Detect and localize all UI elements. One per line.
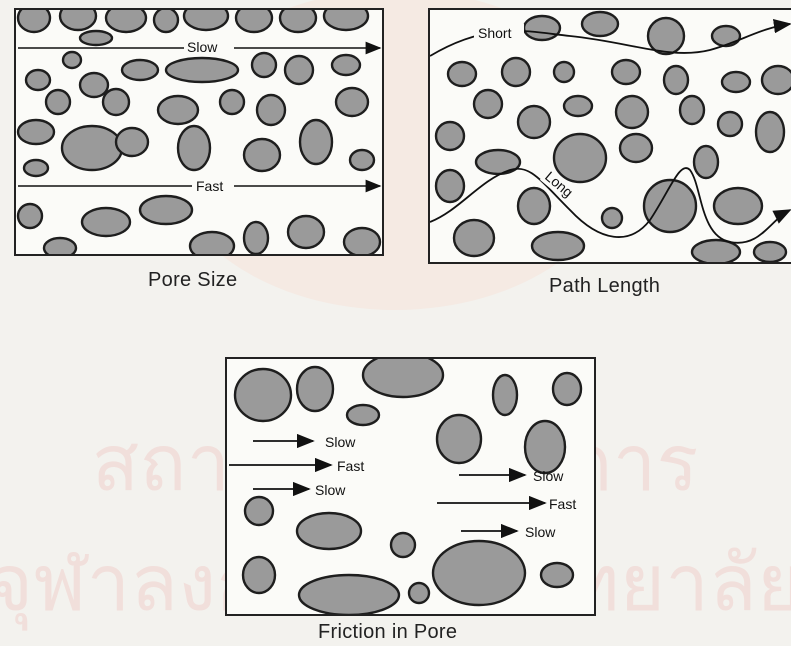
grain-field-middle	[18, 52, 374, 176]
fast-label: Fast	[196, 178, 223, 194]
grain-field	[235, 359, 581, 614]
slow-label-2: Slow	[315, 482, 346, 498]
path-length-diagram: Short Long	[430, 10, 791, 262]
short-label: Short	[478, 25, 512, 41]
friction-diagram: Slow Fast Slow Slow Fast Slow	[227, 359, 594, 614]
path-length-panel: Short Long	[428, 8, 791, 264]
pore-size-diagram: Slow Fast	[16, 10, 382, 254]
pore-size-panel: Slow Fast	[14, 8, 384, 256]
grain-field	[436, 12, 791, 262]
slow-label: Slow	[187, 39, 218, 55]
fast-label-2: Fast	[549, 496, 576, 512]
slow-label-3: Slow	[533, 468, 564, 484]
slow-label-4: Slow	[525, 524, 556, 540]
grain-row-bottom	[18, 196, 380, 254]
friction-panel: Slow Fast Slow Slow Fast Slow	[225, 357, 596, 616]
pore-size-caption: Pore Size	[148, 269, 237, 292]
fast-label-1: Fast	[337, 458, 364, 474]
friction-caption: Friction in Pore	[318, 621, 457, 644]
path-length-caption: Path Length	[549, 275, 660, 298]
slow-label-1: Slow	[325, 434, 356, 450]
